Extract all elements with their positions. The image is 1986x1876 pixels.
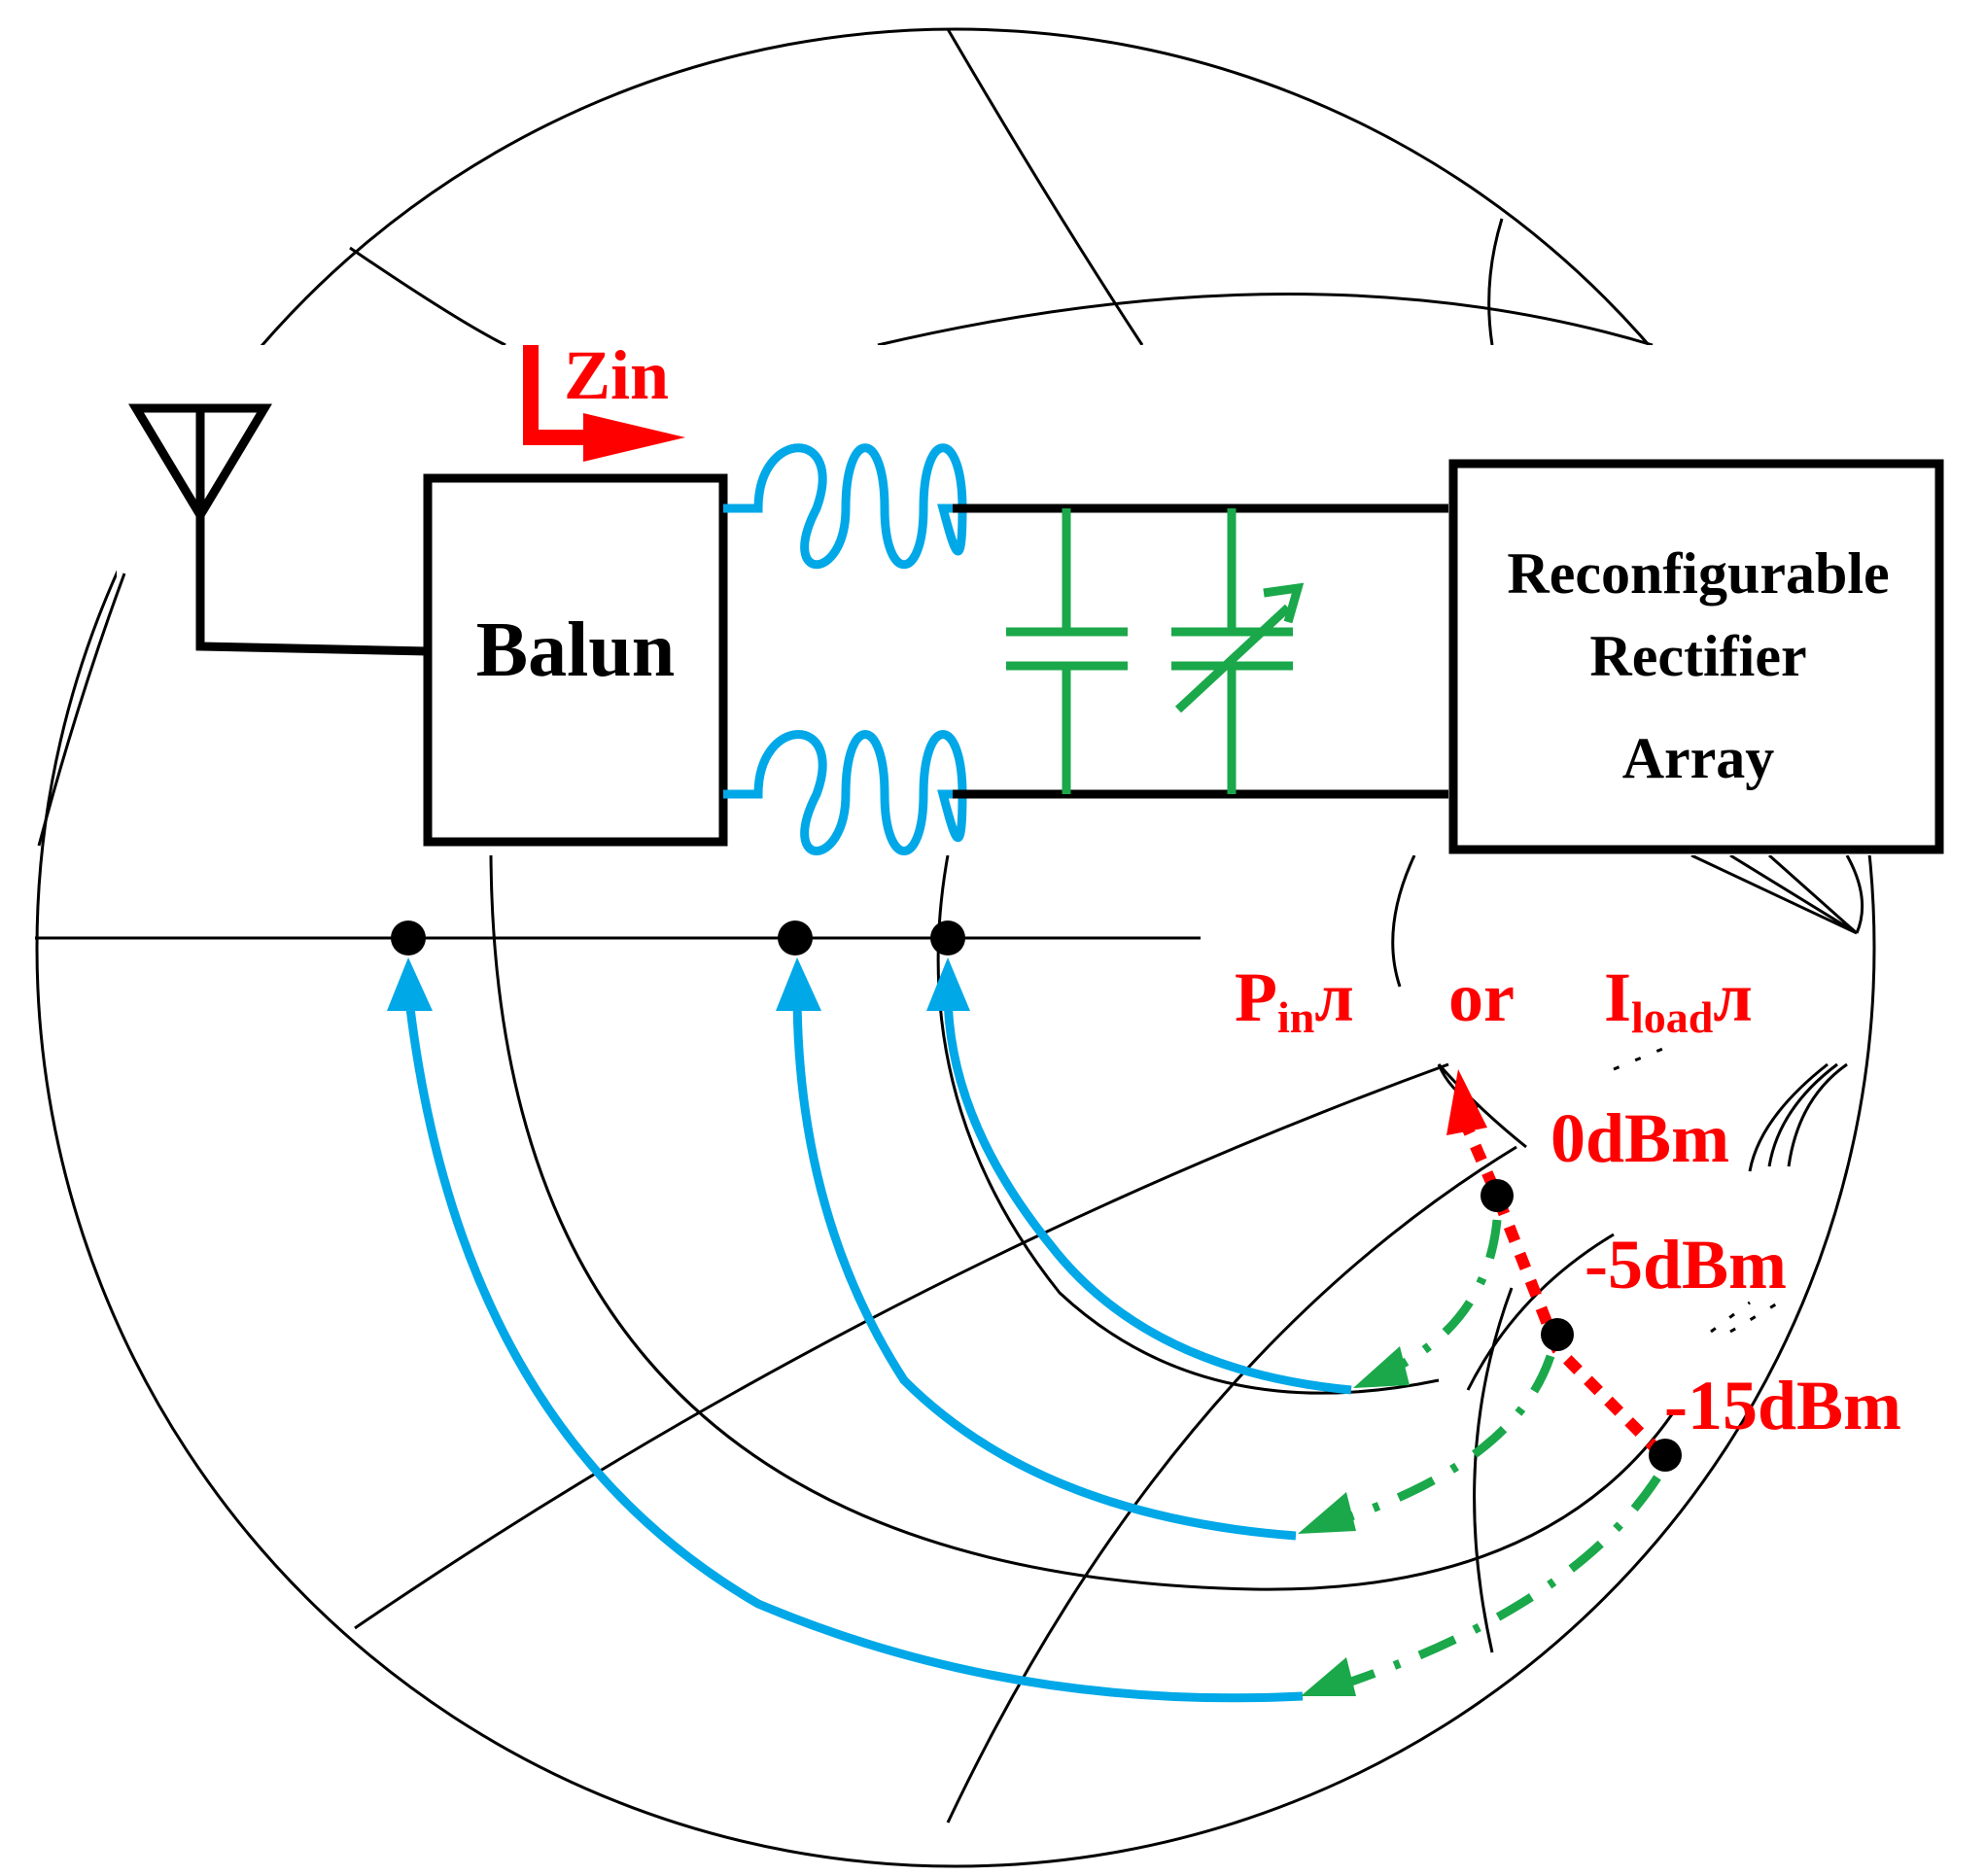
smith-circle-arc-b <box>489 854 1674 1591</box>
iload-label: Iloadл <box>1604 958 1753 1042</box>
pin-main: P <box>1235 958 1277 1036</box>
smith-right-arc-h <box>1391 854 1416 988</box>
green-arrowheads <box>1298 1346 1410 1696</box>
smith-reactance-arc-d <box>1466 1233 1615 1391</box>
level-label-0dbm: 0dBm <box>1550 1099 1729 1177</box>
inductor-coil-icon <box>723 730 1011 855</box>
pin-sub: in <box>1277 992 1314 1042</box>
balun-label: Balun <box>476 608 676 693</box>
balun-block <box>423 473 728 847</box>
level-label-minus15dbm: -15dBm <box>1664 1367 1901 1444</box>
blue-arc-middle <box>792 990 1297 1541</box>
rectifier-label-line1: Reconfigurable <box>1507 541 1889 606</box>
axis-point <box>930 921 965 955</box>
level-label-minus5dbm: -5dBm <box>1585 1226 1787 1303</box>
arrow-up-icon <box>1446 1069 1487 1135</box>
blue-arrowheads <box>387 957 970 1011</box>
point-minus15dbm <box>1649 1439 1682 1472</box>
arrow-up-icon <box>387 957 433 1011</box>
arrow-left-icon <box>1353 1346 1410 1388</box>
smith-reactance-arc-g <box>1487 218 1504 346</box>
arrow-left-icon <box>1298 1492 1356 1534</box>
arrow-left-icon <box>1301 1657 1356 1696</box>
axis-points <box>391 921 965 955</box>
point-0dbm <box>1481 1179 1514 1212</box>
smith-outer-circle-left-inner <box>37 573 126 847</box>
smith-reactance-arc-f <box>946 28 1144 346</box>
power-points <box>1481 1179 1682 1472</box>
arrow-up-icon <box>926 957 970 1011</box>
point-minus5dbm <box>1541 1318 1574 1351</box>
axis-point <box>391 921 426 955</box>
blue-arc-inner <box>943 990 1352 1395</box>
smith-reactance-arc-c <box>1473 1287 1514 1653</box>
blue-arc-outer <box>403 990 1304 1703</box>
power-trajectory <box>1446 1069 1665 1458</box>
pin-arrow: л <box>1314 958 1353 1036</box>
smith-outer-circle <box>35 27 1876 1868</box>
power-label: Pinл or Iloadл <box>1235 958 1753 1042</box>
capacitor-icon <box>1006 508 1128 794</box>
rectifier-block <box>1448 459 1944 854</box>
iload-sub: load <box>1631 992 1714 1042</box>
zin-label: Zin <box>564 336 669 414</box>
smith-grid-inner <box>37 573 126 847</box>
smith-dash-marks <box>1613 1043 1780 1334</box>
iload-arrow: л <box>1713 958 1752 1036</box>
red-dotted-path <box>1457 1115 1665 1458</box>
axis-point <box>778 921 813 955</box>
or-label: or <box>1448 958 1515 1036</box>
smith-reactance-arc-a <box>354 1062 1449 1630</box>
blue-transform-arcs <box>403 990 1352 1703</box>
green-arc-inner <box>1387 1219 1502 1375</box>
inductor-bottom <box>723 730 1011 855</box>
antenna-icon <box>128 403 429 656</box>
green-arc-middle <box>1349 1354 1555 1521</box>
signal-lines <box>953 504 1448 799</box>
arrow-up-icon <box>776 957 821 1011</box>
iload-main: I <box>1604 958 1631 1036</box>
green-transform-arcs <box>1349 1219 1661 1686</box>
arrow-right-icon <box>583 413 685 462</box>
pin-label: Pinл <box>1235 958 1354 1042</box>
rectifier-label-line3: Array <box>1622 726 1775 790</box>
zin-arrow-icon <box>523 345 588 445</box>
smith-circle-arc-c <box>936 854 1440 1395</box>
smith-right-arc-i <box>1845 854 1864 934</box>
variable-capacitor-icon <box>1171 508 1305 794</box>
smith-right-arc-k <box>1748 1062 1848 1172</box>
rectifier-label-line2: Rectifier <box>1589 624 1806 688</box>
smith-right-arc-j <box>1690 853 1858 935</box>
smith-circle-arc-a <box>877 293 1654 347</box>
smith-reactance-arc-b <box>946 1145 1517 1824</box>
smith-reactance-arc-e <box>349 246 506 347</box>
zin-indicator: Zin <box>523 336 685 462</box>
